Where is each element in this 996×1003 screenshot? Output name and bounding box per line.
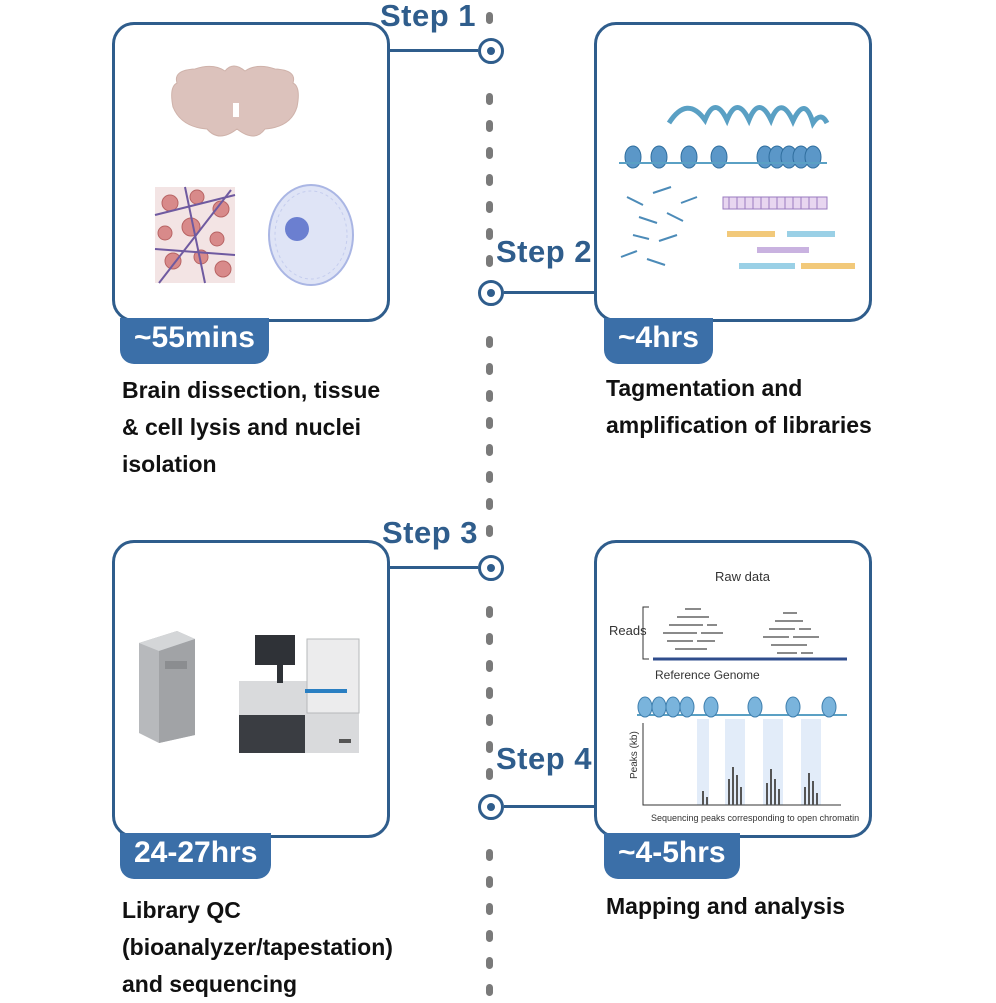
reference-genome-label: Reference Genome — [655, 668, 760, 682]
timeline-dot — [486, 417, 493, 429]
step-1-node — [478, 38, 504, 64]
step-3-caption: Library QC (bioanalyzer/tapestation) and… — [122, 892, 393, 1003]
step-1-caption: Brain dissection, tissue & cell lysis an… — [122, 372, 380, 483]
timeline-dot — [486, 336, 493, 348]
timeline-dot — [486, 390, 493, 402]
step-4-panel: Raw data Reads Reference Genome Peaks (k… — [594, 540, 872, 838]
step-2-panel — [594, 22, 872, 322]
timeline-dot — [486, 93, 493, 105]
timeline-dot — [486, 957, 493, 969]
step-2-label: Step 2 — [496, 234, 593, 269]
step-1-panel — [112, 22, 390, 322]
step-4-node — [478, 794, 504, 820]
timeline-dot — [486, 147, 493, 159]
step-1-caption-line: & cell lysis and nuclei — [122, 414, 362, 440]
step-2-connector — [504, 291, 598, 294]
step-2-caption-line: amplification of libraries — [606, 412, 872, 438]
timeline-dot — [486, 660, 493, 672]
timeline-dot — [486, 228, 493, 240]
raw-data-label: Raw data — [715, 569, 771, 584]
step-3-label: Step 3 — [382, 515, 479, 550]
step-1-connector — [386, 49, 478, 52]
step-2-time-badge: ~4hrs — [604, 318, 713, 364]
timeline-dot — [486, 903, 493, 915]
step-2-caption-line: Tagmentation and — [606, 375, 803, 401]
step-2-caption: Tagmentation and amplification of librar… — [606, 370, 872, 444]
sequencer-illustration — [139, 631, 360, 753]
timeline-dot — [486, 930, 493, 942]
timeline-dot — [486, 525, 493, 537]
step-3-node — [478, 555, 504, 581]
step-2-node — [478, 280, 504, 306]
step-4-connector — [504, 805, 598, 808]
timeline-dot — [486, 741, 493, 753]
sequencing-peaks-footer: Sequencing peaks corresponding to open c… — [651, 813, 859, 823]
timeline-dot — [486, 120, 493, 132]
step-3-connector — [386, 566, 478, 569]
timeline-dot — [486, 849, 493, 861]
timeline-dot — [486, 687, 493, 699]
timeline-dot — [486, 984, 493, 996]
tagmentation-illustration — [619, 105, 855, 269]
step-1-caption-line: isolation — [122, 451, 217, 477]
step-3-caption-line: (bioanalyzer/tapestation) — [122, 934, 393, 960]
timeline-dot — [486, 606, 493, 618]
timeline-dot — [486, 444, 493, 456]
timeline-dot — [486, 12, 493, 24]
timeline-dot — [486, 768, 493, 780]
step-3-panel — [112, 540, 390, 838]
timeline-dot — [486, 255, 493, 267]
peaks-axis-label: Peaks (kb) — [629, 731, 640, 779]
step-3-caption-line: Library QC — [122, 897, 241, 923]
step-4-caption-line: Mapping and analysis — [606, 893, 845, 919]
timeline-dot — [486, 471, 493, 483]
timeline-dot — [486, 363, 493, 375]
timeline-dot — [486, 201, 493, 213]
timeline-dot — [486, 633, 493, 645]
timeline-dot — [486, 714, 493, 726]
mapping-analysis-illustration: Raw data Reads Reference Genome Peaks (k… — [609, 569, 859, 823]
step-3-caption-line: and sequencing — [122, 971, 298, 997]
timeline-dot — [486, 876, 493, 888]
step-4-label: Step 4 — [496, 741, 593, 776]
timeline-dot — [486, 174, 493, 186]
step-1-caption-line: Brain dissection, tissue — [122, 377, 381, 403]
step-4-caption: Mapping and analysis — [606, 888, 845, 925]
timeline-dot — [486, 498, 493, 510]
reads-label: Reads — [609, 623, 647, 638]
brain-dissection-illustration — [154, 65, 354, 286]
step-3-time-badge: 24-27hrs — [120, 833, 272, 879]
step-4-time-badge: ~4-5hrs — [604, 833, 740, 879]
step-1-time-badge: ~55mins — [120, 318, 269, 364]
step-1-label: Step 1 — [380, 0, 477, 33]
